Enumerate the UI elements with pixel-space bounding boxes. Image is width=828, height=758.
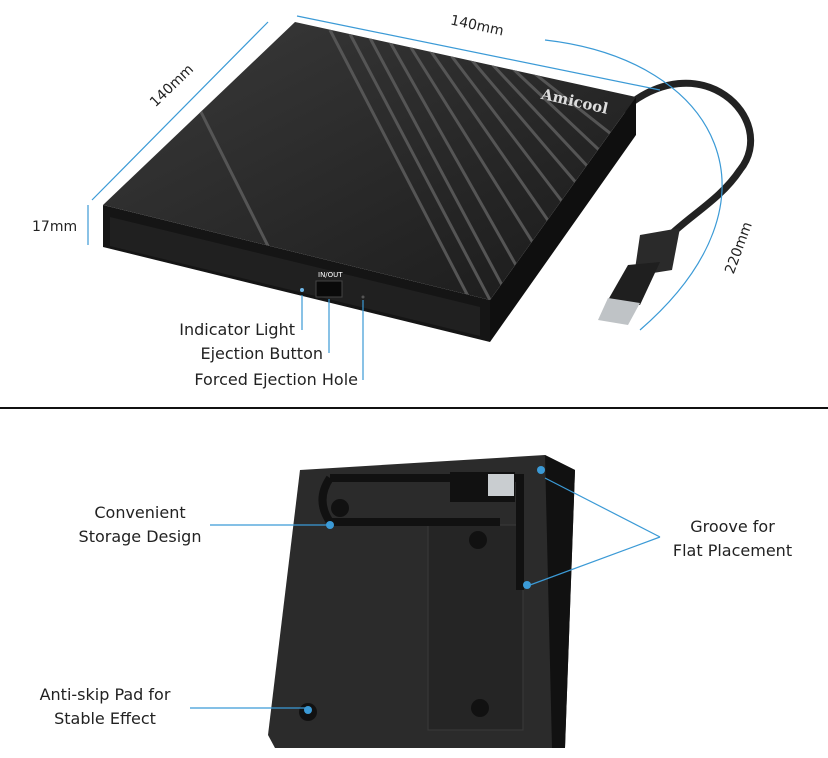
callout-leaders-top: [301, 295, 364, 380]
forced-ejection-hole: [361, 295, 365, 299]
usb-cable: [617, 79, 755, 243]
groove-label: Groove for Flat Placement: [660, 515, 805, 563]
storage-label-line-2: Storage Design: [78, 527, 202, 546]
forced-ejection-hole-label: Forced Ejection Hole: [194, 370, 358, 389]
storage-label: Convenient Storage Design: [60, 501, 220, 549]
ejection-button: [315, 280, 343, 298]
anti-skip-pad-label-line-1: Anti-skip Pad for: [39, 685, 171, 704]
usb-adapter: [598, 228, 680, 325]
dimension-lines: [87, 15, 723, 331]
optical-drive-bottom: [268, 455, 575, 748]
height-dimension: 17mm: [32, 219, 78, 235]
anti-skip-pad-label: Anti-skip Pad for Stable Effect: [20, 683, 190, 731]
indicator-light-label: Indicator Light: [179, 320, 295, 339]
anti-skip-pad-label-line-2: Stable Effect: [54, 709, 156, 728]
callout-leaders-bottom: [190, 477, 661, 709]
groove-label-line-2: Flat Placement: [672, 541, 793, 560]
ejection-button-label: Ejection Button: [200, 344, 323, 363]
button-label-text: IN/OUT: [318, 271, 343, 279]
indicator-light: [300, 288, 304, 292]
groove-label-line-1: Groove for: [690, 517, 775, 536]
callout-dots: [304, 466, 545, 714]
storage-label-line-1: Convenient: [94, 503, 186, 522]
optical-drive-top: [103, 22, 636, 342]
